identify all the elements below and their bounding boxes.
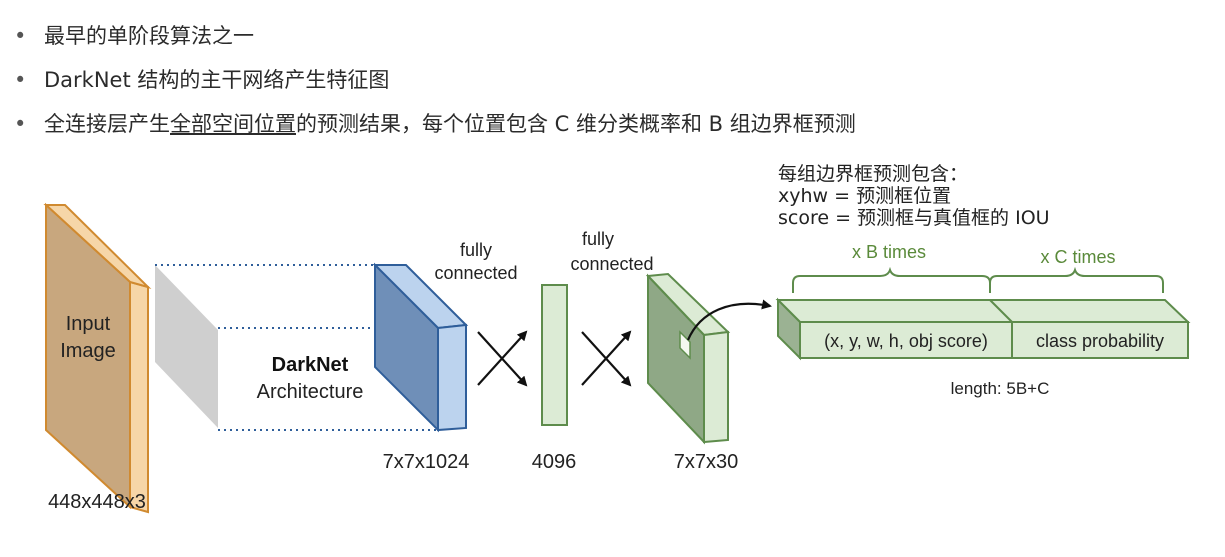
darknet-subtitle: Architecture [257, 381, 364, 403]
times-braces [792, 266, 1164, 293]
output-front-face [647, 273, 705, 445]
class-segment-label: class probability [1036, 331, 1164, 351]
bullet-dot: • [14, 112, 27, 136]
bbox-note: 每组边界框预测包含： xyhw = 预测框位置 score = 预测框与真值框的… [778, 163, 1050, 229]
fc-dim-label: 4096 [532, 451, 577, 473]
note-line-3: score = 预测框与真值框的 IOU [778, 207, 1050, 229]
bullet-text: DarkNet 结构的主干网络产生特征图 [44, 68, 390, 92]
b-times-label: x B times [852, 242, 926, 262]
darknet-title: DarkNet [272, 354, 349, 376]
class-segment [1011, 321, 1189, 359]
note-line-1: 每组边界框预测包含： [778, 163, 969, 185]
bullet-text: 全连接层产生 [44, 112, 170, 136]
input-front-face [45, 202, 131, 510]
feature-front-face [374, 262, 439, 433]
input-image-block: Input Image [43, 202, 152, 514]
fc1-label-2: connected [434, 263, 517, 283]
bullet-text-tail: 的预测结果，每个位置包含 C 维分类概率和 B 组边界框预测 [296, 112, 856, 136]
box-segment-label: (x, y, w, h, obj score) [824, 331, 988, 351]
input-label-2: Image [60, 340, 116, 362]
b-times-brace [792, 266, 991, 293]
vector-top-face [775, 299, 1191, 323]
box-segment [799, 321, 1013, 359]
bullet-item: • 全连接层产生全部空间位置的预测结果，每个位置包含 C 维分类概率和 B 组边界… [14, 108, 856, 138]
fc2-arrow-down [581, 331, 632, 387]
bullet-item: • 最早的单阶段算法之一 [14, 20, 254, 50]
output-dim-label: 7x7x30 [674, 451, 739, 473]
feature-map-cuboid [372, 262, 469, 433]
bullet-underlined-text: 全部空间位置 [170, 112, 296, 136]
feature-side-face [437, 323, 467, 432]
bullet-dot: • [14, 24, 27, 48]
fc1-cross-arrows [477, 330, 528, 387]
fc2-label-1: fully [582, 229, 614, 249]
prediction-vector: (x, y, w, h, obj score) class probabilit… [775, 297, 1191, 361]
output-side-face [703, 330, 729, 444]
c-times-label: x C times [1040, 247, 1115, 267]
input-label-1: Input [66, 313, 111, 335]
input-side-face [129, 280, 149, 514]
vector-top-divider [989, 299, 1013, 323]
feature-dim-label: 7x7x1024 [383, 451, 470, 473]
fc1-label-1: fully [460, 240, 492, 260]
fc1-arrow-down [477, 331, 528, 387]
fc2-cross-arrows [581, 330, 632, 387]
gray-plane [155, 265, 218, 428]
length-label: length: 5B+C [951, 379, 1050, 398]
fc-vector [541, 284, 568, 426]
output-tensor-cuboid [645, 272, 731, 445]
grid-cell-highlight [679, 330, 691, 360]
bullet-item: • DarkNet 结构的主干网络产生特征图 [14, 64, 389, 94]
note-line-2: xyhw = 预测框位置 [778, 185, 952, 207]
bullet-dot: • [14, 68, 27, 92]
bullet-text: 最早的单阶段算法之一 [44, 24, 254, 48]
input-dim-label: 448x448x3 [48, 491, 146, 513]
fc2-label-2: connected [570, 254, 653, 274]
c-times-brace [989, 266, 1164, 293]
cell-to-vector-arrow [686, 299, 772, 341]
projection-lines [155, 264, 438, 431]
